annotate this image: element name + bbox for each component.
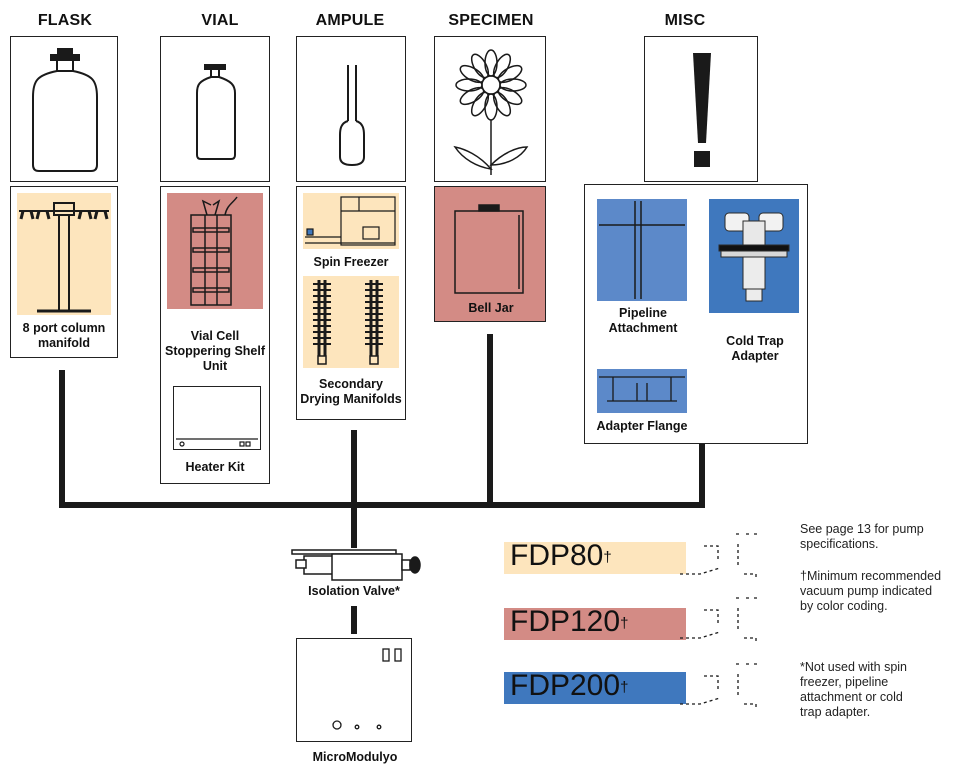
secondary-drying-label-1: Secondary xyxy=(319,377,383,391)
pump-fdp200: FDP200† xyxy=(504,669,686,704)
flask-icon xyxy=(32,48,98,172)
spin-freezer-image xyxy=(303,193,399,249)
flask-manifold-box: 8 port column manifold xyxy=(10,186,118,358)
note-not-used-1: *Not used with spin xyxy=(800,660,908,674)
flask-manifold-label: 8 port column manifold xyxy=(22,321,106,350)
ampule-icon xyxy=(339,65,365,167)
pipeline-label-2: Attachment xyxy=(608,321,678,335)
flower-icon xyxy=(453,49,529,175)
pipeline-label-1: Pipeline xyxy=(619,306,667,320)
note-min-pump-1: †Minimum recommended xyxy=(800,569,942,583)
pump-fdp80-model: FDP80 xyxy=(510,539,604,572)
note-not-used-4: trap adapter. xyxy=(800,705,871,719)
micromodulyo-image xyxy=(296,638,412,742)
header-ampule: AMPULE xyxy=(315,12,385,29)
pump-fdp80-mark: † xyxy=(603,549,612,566)
header-vial: VIAL xyxy=(201,12,239,29)
note-not-used-2: freezer, pipeline xyxy=(800,675,889,689)
pump-fdp200-model: FDP200 xyxy=(510,669,621,702)
vial-cell-label-1: Vial Cell xyxy=(190,329,240,343)
exclamation-icon xyxy=(693,53,711,167)
cold-trap-adapter-image xyxy=(709,199,799,313)
pump-sketch-3 xyxy=(680,663,760,710)
adapter-flange-image xyxy=(597,369,687,413)
flask-icon-box xyxy=(10,36,118,182)
misc-icon-box xyxy=(644,36,758,182)
header-misc: MISC xyxy=(664,12,706,29)
note-pump-spec-1: See page 13 for pump xyxy=(800,522,924,536)
misc-accessories-box: Pipeline Attachment Cold Trap Adapter xyxy=(584,184,808,444)
pump-fdp120-mark: † xyxy=(620,615,629,632)
note-not-used-3: attachment or cold xyxy=(800,690,903,704)
pump-fdp120: FDP120† xyxy=(504,605,686,640)
ampule-icon-box xyxy=(296,36,406,182)
pump-fdp200-mark: † xyxy=(620,679,629,696)
note-min-pump-3: by color coding. xyxy=(800,599,888,613)
specimen-accessories-box: Bell Jar xyxy=(434,186,546,322)
secondary-drying-label-2: Drying Manifolds xyxy=(300,392,402,406)
vial-accessories-box: Vial Cell Stoppering Shelf Unit Heater K… xyxy=(160,186,270,484)
heater-kit-image xyxy=(173,386,261,450)
note-pump-spec-2: specifications. xyxy=(800,537,879,551)
cold-trap-label-2: Adapter xyxy=(731,349,779,363)
cold-trap-label-1: Cold Trap xyxy=(726,334,784,348)
vial-icon xyxy=(196,64,236,160)
pump-sketch-2 xyxy=(680,597,760,644)
isolation-valve-label: Isolation Valve* xyxy=(308,584,400,598)
vial-cell-image xyxy=(167,193,263,309)
pump-fdp120-model: FDP120 xyxy=(510,605,621,638)
bell-jar-image xyxy=(454,204,524,294)
pipeline-attachment-image xyxy=(597,199,687,301)
secondary-drying-image xyxy=(303,276,399,368)
vial-cell-label-3: Unit xyxy=(202,359,228,373)
spin-freezer-label: Spin Freezer xyxy=(313,255,389,269)
pump-sketch-1 xyxy=(680,533,760,580)
bell-jar-label: Bell Jar xyxy=(468,301,514,315)
note-min-pump-2: vacuum pump indicated xyxy=(800,584,933,598)
ampule-accessories-box: Spin Freezer Secondary Drying Manifolds xyxy=(296,186,406,420)
header-specimen: SPECIMEN xyxy=(448,12,534,29)
vial-icon-box xyxy=(160,36,270,182)
adapter-flange-label: Adapter Flange xyxy=(596,419,688,433)
isolation-valve-image xyxy=(291,549,421,581)
pump-fdp80: FDP80† xyxy=(504,539,686,574)
heater-kit-label: Heater Kit xyxy=(185,460,245,474)
micromodulyo-label: MicroModulyo xyxy=(312,750,398,764)
flask-manifold-image xyxy=(17,193,111,315)
vial-cell-label-2: Stoppering Shelf xyxy=(165,344,265,358)
header-flask: FLASK xyxy=(37,12,93,29)
specimen-icon-box xyxy=(434,36,546,182)
